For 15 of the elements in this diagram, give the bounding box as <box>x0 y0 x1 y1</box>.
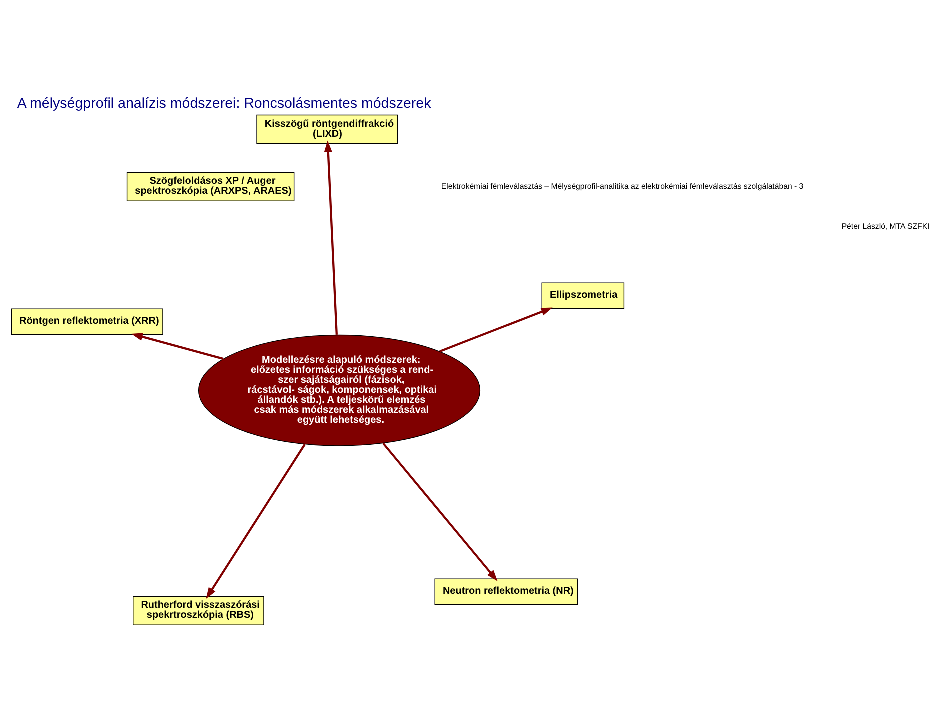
label: Péter László, MTA SZFKI <box>842 221 930 230</box>
label: Elektrokémiai fémleválasztás – Mélységprofil-analitika az elektrokémiai fémleválasztás szolgálatában - 3 <box>441 181 804 190</box>
node-ellipse: Modellezésre alapuló módszerek: előzetes információ szükséges a rend- szer sajátságairól (fázisok, rácstávol- ságok, komponensek, optikai állandók stb.). A teljeskörű elemzés csak más módszerek alkalmazásával együtt lehetséges. <box>198 334 481 446</box>
diagram-title: A mélységprofil analízis módszerei: Roncsolásmentes módszerek <box>17 96 432 112</box>
node-box: Kisszögű röntgendiffrakció (LIXD) <box>256 114 398 144</box>
arrow <box>131 332 224 360</box>
node-box: Szögfeloldásos XP / Auger spektroszkópia (ARXPS, ARAES) <box>126 172 295 201</box>
node-box: Röntgen reflektometria (XRR) <box>11 308 164 335</box>
arrow <box>440 307 553 352</box>
node-box: Rutherford visszaszórási spekrtroszkópia (RBS) <box>133 596 264 625</box>
arrow <box>206 443 306 599</box>
arrow <box>382 442 498 581</box>
arrow <box>324 140 338 334</box>
node-box: Ellipszometria <box>542 282 625 309</box>
node-box: Neutron reflektometria (NR) <box>434 578 578 605</box>
